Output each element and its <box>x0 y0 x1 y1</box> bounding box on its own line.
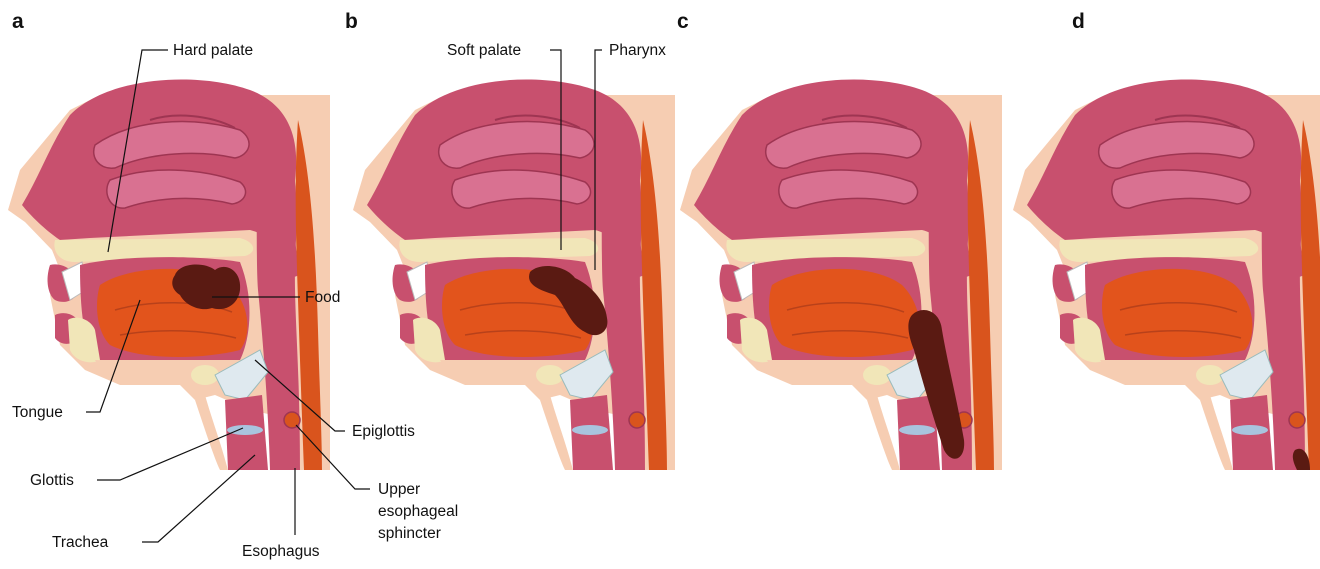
label-pharynx: Pharynx <box>609 42 666 59</box>
head-illustration-d <box>1013 79 1320 470</box>
panel-letter-b: b <box>345 10 358 33</box>
label-tongue: Tongue <box>12 404 63 421</box>
label-epiglottis: Epiglottis <box>352 423 415 440</box>
panel-letter-c: c <box>677 10 689 33</box>
label-food: Food <box>305 289 340 306</box>
label-ues-line2: esophageal <box>378 503 458 520</box>
panel-c: c <box>677 10 1002 470</box>
label-soft-palate: Soft palate <box>447 42 521 59</box>
label-ues-line3: sphincter <box>378 525 441 542</box>
head-illustration-c <box>680 79 1002 470</box>
label-trachea: Trachea <box>52 534 109 551</box>
label-glottis: Glottis <box>30 472 74 489</box>
panel-letter-d: d <box>1072 10 1085 33</box>
panel-d: d <box>1013 10 1320 470</box>
panel-a: a <box>8 10 330 470</box>
panel-b: b <box>345 10 675 470</box>
head-illustration-b <box>353 79 675 470</box>
label-esophagus: Esophagus <box>242 543 320 560</box>
label-ues-line1: Upper <box>378 481 420 498</box>
label-hard-palate: Hard palate <box>173 42 253 59</box>
panel-letter-a: a <box>12 10 24 33</box>
